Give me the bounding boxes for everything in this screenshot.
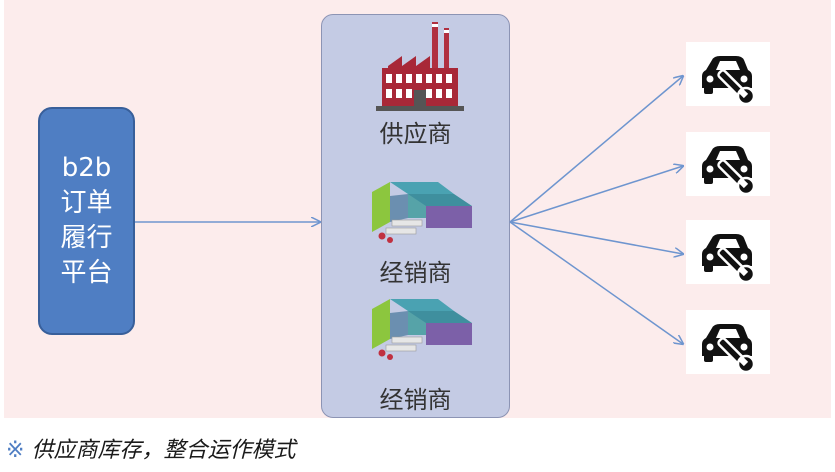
platform-line: 履行 xyxy=(60,223,113,253)
warehouse-icon xyxy=(372,182,472,243)
b2b-platform-box: b2b 订单 履行 平台 xyxy=(38,107,135,335)
dealer-label: 经销商 xyxy=(379,259,452,287)
car-service-icon xyxy=(686,220,770,284)
platform-line: b2b xyxy=(61,153,112,183)
dealer-label: 经销商 xyxy=(379,386,452,414)
platform-line: 平台 xyxy=(60,258,113,288)
factory-icon xyxy=(376,22,464,111)
hub-to-car-arrow xyxy=(509,166,683,223)
reference-mark: ※ xyxy=(6,438,25,463)
hub-to-car-arrow xyxy=(509,76,683,223)
warehouse-icon xyxy=(372,299,472,360)
car-service-icon xyxy=(686,132,770,196)
caption: ※ 供应商库存，整合运作模式 xyxy=(6,432,295,464)
car-service-icon xyxy=(686,42,770,106)
car-service-icon xyxy=(686,310,770,374)
hub-to-car-arrow xyxy=(509,221,683,254)
supplier-label: 供应商 xyxy=(379,120,452,148)
hub-to-car-arrow xyxy=(509,221,683,344)
platform-line: 订单 xyxy=(60,188,113,218)
caption-text: 供应商库存，整合运作模式 xyxy=(31,438,296,463)
